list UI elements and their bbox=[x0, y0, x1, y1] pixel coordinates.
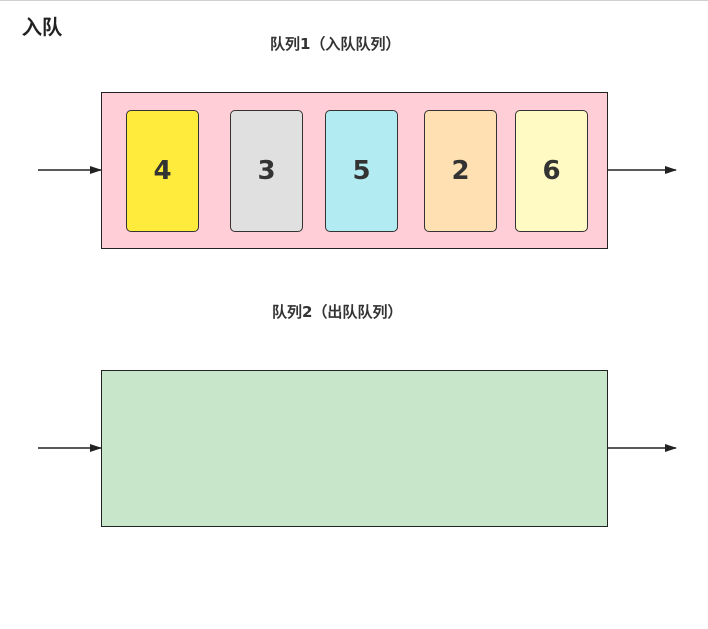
top-divider bbox=[0, 0, 708, 1]
queue1-item: 5 bbox=[325, 110, 398, 232]
queue1-item-value: 4 bbox=[153, 156, 172, 186]
queue2-box bbox=[101, 370, 608, 527]
queue1-label: 队列1（入队队列） bbox=[270, 35, 401, 53]
queue1-item: 6 bbox=[515, 110, 588, 232]
page-title: 入队 bbox=[22, 15, 62, 39]
queue1-item: 3 bbox=[230, 110, 303, 232]
queue1-item: 4 bbox=[126, 110, 199, 232]
queue1-item-value: 2 bbox=[451, 156, 470, 186]
queue1-item-value: 3 bbox=[257, 156, 276, 186]
queue1-item-value: 6 bbox=[542, 156, 561, 186]
queue1-item: 2 bbox=[424, 110, 497, 232]
queue2-label: 队列2（出队队列） bbox=[272, 303, 403, 321]
queue1-item-value: 5 bbox=[352, 156, 371, 186]
